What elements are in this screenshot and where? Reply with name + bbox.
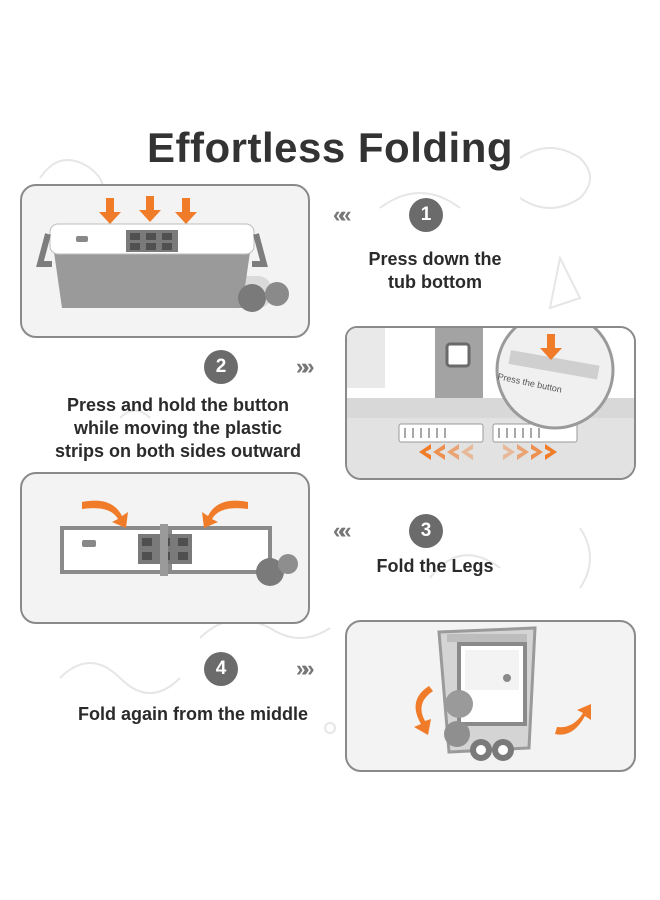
double-chevron-icon: »» xyxy=(296,354,315,379)
double-chevron-icon: «« xyxy=(333,518,352,543)
step-2-caption-line: while moving the plastic xyxy=(73,418,283,438)
step-4-caption-line: Fold again from the middle xyxy=(77,704,308,724)
step-2-caption-line: Press and hold the button xyxy=(66,395,289,415)
step-4-image-panel xyxy=(345,620,636,772)
step-2-image-panel: Press the button xyxy=(345,326,636,480)
step-1-caption-line: tub bottom xyxy=(388,272,482,292)
step-4-caption: Fold again from the middle xyxy=(40,703,346,726)
step-3-caption: Fold the Legs xyxy=(350,555,520,578)
step-3-image-panel xyxy=(20,472,310,624)
step-2-caption-line: strips on both sides outward xyxy=(54,441,301,461)
legs-fold-illustration xyxy=(60,500,298,586)
button-closeup-illustration xyxy=(347,328,634,478)
step-3-number-badge: 3 xyxy=(409,514,443,548)
step-1-image-panel xyxy=(20,184,310,338)
step-2-caption: Press and hold the button while moving t… xyxy=(20,394,336,463)
step-4-number-badge: 4 xyxy=(204,652,238,686)
outward-chevrons-icon xyxy=(419,444,557,460)
step-1-caption: Press down the tub bottom xyxy=(330,248,540,294)
curved-arrow-icon xyxy=(414,686,591,735)
down-arrow-icon xyxy=(99,196,197,224)
page-title: Effortless Folding xyxy=(147,124,513,171)
double-chevron-icon: »» xyxy=(296,656,315,681)
step-1-number-badge: 1 xyxy=(409,198,443,232)
step-3-caption-line: Fold the Legs xyxy=(376,556,494,576)
folded-tub-illustration xyxy=(36,196,289,312)
curved-arrow-icon xyxy=(82,500,248,528)
compact-fold-illustration xyxy=(414,626,591,761)
double-chevron-icon: «« xyxy=(333,202,352,227)
step-2-number-badge: 2 xyxy=(204,350,238,384)
step-1-caption-line: Press down the xyxy=(368,249,502,269)
